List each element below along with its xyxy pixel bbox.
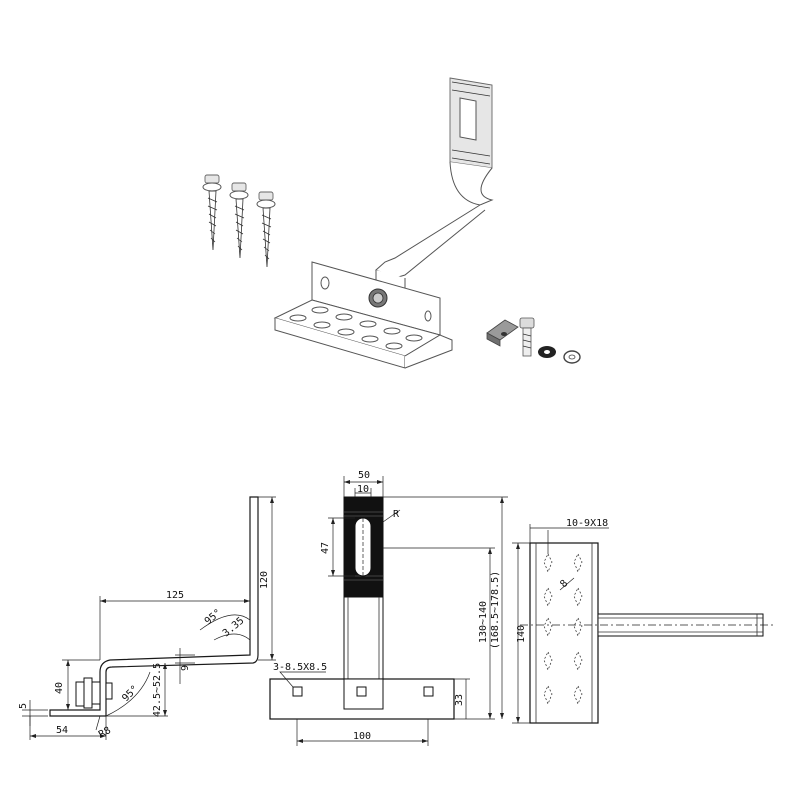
dim-label: 5 — [18, 703, 29, 709]
product-illustration — [202, 77, 581, 369]
dim-label: 120 — [259, 571, 270, 589]
dim-label: (168.5~178.5) — [490, 571, 501, 649]
roof-hook-bracket — [273, 77, 494, 369]
dim-label: R — [393, 509, 400, 520]
angle-label: 95° — [203, 607, 224, 627]
self-tapping-screw — [202, 174, 222, 251]
dim-label: 50 — [358, 470, 370, 481]
dim-label: 100 — [353, 731, 371, 742]
self-tapping-screw — [229, 182, 249, 259]
dim-label: 40 — [54, 682, 65, 694]
dim-label: R8 — [97, 725, 113, 741]
dim-label: 130~140 — [478, 601, 489, 643]
side-view: 125 120 40 5 54 42.5~52.5 9 95° 3.35 95°… — [18, 496, 276, 741]
dim-label: 3-8.5X8.5 — [273, 662, 327, 673]
dim-label: 47 — [320, 542, 331, 554]
dim-label: 54 — [56, 725, 68, 736]
t-nut-bolt-washer-set — [486, 317, 581, 364]
angle-label: 95° — [120, 684, 141, 705]
dim-label: 125 — [166, 590, 184, 601]
self-tapping-screw — [256, 191, 276, 268]
bottom-view: 8 10-9X18 140 — [512, 518, 775, 724]
dim-label: 33 — [454, 694, 465, 706]
dim-label: 9 — [180, 665, 191, 671]
dim-label: 140 — [516, 625, 527, 643]
dim-label: 10 — [357, 484, 369, 495]
dim-label: 42.5~52.5 — [152, 663, 163, 717]
front-view: 50 10 R 47 130~140 (168.5~178.5) 33 3-8.… — [269, 470, 508, 746]
dim-label: 10-9X18 — [566, 518, 608, 529]
